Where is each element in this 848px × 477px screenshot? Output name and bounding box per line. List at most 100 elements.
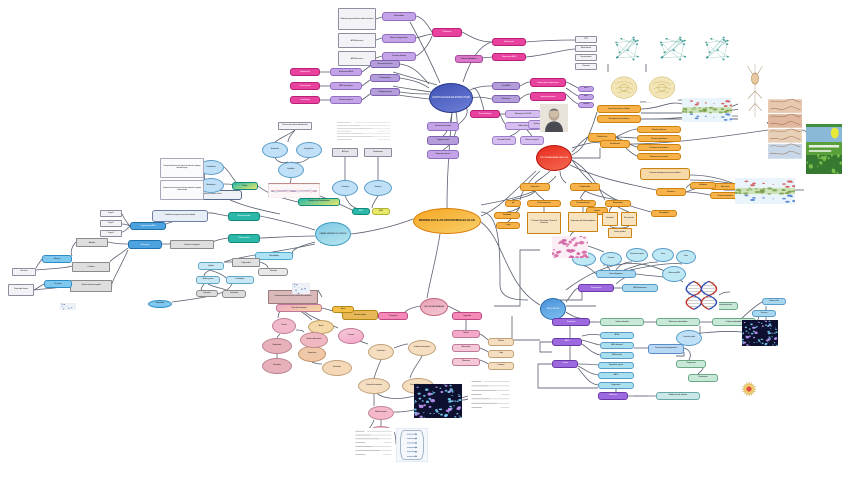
mindmap-node[interactable]: Ingenieria genetica <box>530 92 566 101</box>
mindmap-node[interactable]: Nucleo <box>452 330 480 338</box>
mindmap-node[interactable]: Carga <box>496 222 520 229</box>
mindmap-node[interactable]: Hemoglobina <box>651 210 677 217</box>
mindmap-node[interactable]: Codigo genetico <box>370 88 400 96</box>
mindmap-node[interactable]: Esteroides <box>148 300 172 308</box>
mindmap-node[interactable]: Transcripcion <box>578 284 614 292</box>
mindmap-node[interactable]: Terapia genica aplicaciones <box>530 78 566 87</box>
mindmap-node[interactable]: PROTEINAS AMINOACIDOS <box>536 145 572 171</box>
mindmap-node[interactable]: Potencial de membrana <box>358 378 390 394</box>
mindmap-node[interactable]: Propiedades <box>570 183 600 191</box>
mindmap-node[interactable]: Descubrimiento <box>470 110 500 118</box>
mindmap-node[interactable]: PCR <box>575 36 597 43</box>
mindmap-node[interactable]: Organizacion ADN <box>130 222 166 230</box>
mindmap-node[interactable]: pH <box>505 200 521 207</box>
mindmap-node[interactable]: Degradacion <box>296 142 322 158</box>
mindmap-node[interactable]: Estructura <box>520 183 550 191</box>
mindmap-node[interactable]: Estructura primaria <box>427 122 459 131</box>
mindmap-node[interactable]: Destino celular <box>762 298 786 305</box>
mindmap-node[interactable]: Rutas <box>232 182 258 190</box>
mindmap-node[interactable]: Almidon <box>76 238 108 247</box>
mindmap-node[interactable]: Celulosa <box>72 262 110 272</box>
mindmap-node[interactable]: Cromosomas <box>370 74 400 82</box>
mindmap-node[interactable]: Canal ionico <box>368 344 394 360</box>
mindmap-node[interactable]: Control de calidad <box>676 330 702 346</box>
mindmap-node[interactable]: Grupo 2 <box>100 220 122 227</box>
mindmap-node[interactable]: Desnaturalizacion <box>570 200 596 207</box>
mindmap-node[interactable]: ARN <box>372 208 390 215</box>
mindmap-node[interactable]: Modelo mosaico <box>368 406 394 420</box>
mindmap-node[interactable]: Descripcion del proceso de ruptura de mo… <box>160 158 204 178</box>
mindmap-node[interactable]: Punto isoelectrico <box>527 200 561 207</box>
mindmap-node[interactable]: Aminoacidos <box>605 200 631 207</box>
mindmap-node[interactable]: ARN <box>578 94 594 100</box>
mindmap-node[interactable]: Regulacion operon <box>598 362 634 369</box>
mindmap-node[interactable]: Difraccion rayos X <box>520 136 544 145</box>
mindmap-node[interactable]: Proteinas fibrosas <box>637 126 681 133</box>
mindmap-node[interactable]: Enzimas <box>656 188 686 196</box>
mindmap-node[interactable]: Funcion energetica <box>170 240 214 249</box>
mindmap-node[interactable]: Inicio elongacion <box>596 270 636 278</box>
mindmap-node[interactable]: No esenciales <box>621 212 637 226</box>
mindmap-node[interactable]: Biosintesis <box>262 142 288 158</box>
mindmap-node[interactable]: Nucleotidos <box>382 12 416 21</box>
mindmap-node[interactable]: Control <box>552 360 578 368</box>
mindmap-node[interactable]: Conjunto de reacciones que construyen mo… <box>160 180 204 200</box>
mindmap-node[interactable]: Duplicacion <box>290 68 320 76</box>
mindmap-node[interactable]: Tipos de transporte <box>276 304 322 312</box>
mindmap-node[interactable]: Mutaciones <box>492 38 526 46</box>
mindmap-node[interactable]: Factor de transcripcion <box>626 248 648 262</box>
mindmap-node[interactable]: Senalizacion <box>600 140 630 148</box>
mindmap-node[interactable]: Cromatina <box>332 180 358 196</box>
mindmap-node[interactable]: Polisacaridos <box>228 234 260 243</box>
mindmap-node[interactable]: Bomba sodio potasio <box>300 332 328 348</box>
mindmap-node[interactable]: Bases nitrogenadas <box>382 34 416 43</box>
mindmap-node[interactable]: Funciones biologicas estructural catalit… <box>640 168 690 180</box>
mindmap-node[interactable]: Glucosa <box>42 255 72 263</box>
mindmap-node[interactable]: Temperatura pH Solventes Agentes <box>568 212 598 232</box>
mindmap-node[interactable]: Metilacion <box>598 392 628 400</box>
mindmap-node[interactable]: ARN transfer <box>600 352 634 359</box>
mindmap-node[interactable]: ARN Estructura <box>338 51 376 66</box>
mindmap-node[interactable]: Traduccion <box>290 96 320 104</box>
mindmap-node[interactable]: ADN Estructura <box>338 33 376 48</box>
mindmap-node[interactable]: Fagocitosis <box>298 346 326 362</box>
mindmap-node[interactable]: Lisosoma <box>488 362 514 370</box>
mindmap-node[interactable]: Trigliceridos <box>232 258 260 267</box>
mindmap-node[interactable]: Acidos grasos <box>196 276 220 284</box>
mindmap-node[interactable]: Enlace peptidico <box>608 228 632 238</box>
mindmap-node[interactable]: Reticulo <box>488 338 514 346</box>
mindmap-node[interactable]: Transcripcion <box>290 82 320 90</box>
mindmap-node[interactable]: ARN i <box>598 372 634 379</box>
mindmap-node[interactable]: Osmosis <box>338 328 364 344</box>
mindmap-node[interactable]: ARN t <box>552 338 582 346</box>
mindmap-node[interactable]: Pinocitosis <box>322 360 352 376</box>
mindmap-node[interactable]: Exon <box>676 250 696 264</box>
mindmap-node[interactable]: Colesterol <box>258 268 288 276</box>
mindmap-node[interactable]: Fosfolipidos <box>226 276 254 284</box>
mindmap-node[interactable]: Equilibrio <box>278 162 304 178</box>
mindmap-node[interactable]: Sacarosa <box>12 268 36 276</box>
mindmap-node[interactable]: Maduracion ARN <box>662 266 686 282</box>
mindmap-node[interactable]: Pasivo <box>272 318 296 334</box>
mindmap-node[interactable]: Endocitosis <box>262 338 292 354</box>
mindmap-node[interactable]: Gradiente electroquimico <box>408 340 436 356</box>
mindmap-node[interactable]: Dogma central <box>427 136 459 145</box>
mindmap-node[interactable]: 1 Primaria 2 Secundaria 3 Terciaria 4 Cu… <box>527 212 561 234</box>
mindmap-node[interactable]: ACIDOS NUCLEICOS ESTRUCTURA <box>429 83 473 113</box>
mindmap-node[interactable]: Procesos de sintesis biomoleculas <box>278 122 312 130</box>
mindmap-node[interactable]: Watson y Crick 1953 <box>505 110 541 118</box>
mindmap-node[interactable]: Histonas <box>364 180 392 196</box>
mindmap-node[interactable]: Glucolipidos <box>255 252 293 260</box>
mindmap-node[interactable]: Codon anticodon <box>600 318 644 326</box>
mindmap-node[interactable]: Retrovirus <box>492 95 520 103</box>
mindmap-node[interactable]: CARBOHIDRATOS LIPIDOS <box>315 222 351 246</box>
mindmap-node[interactable]: Monosacaridos <box>228 212 260 221</box>
mindmap-node[interactable]: Receptores de membrana <box>597 115 641 123</box>
mindmap-node[interactable]: Promotor <box>600 252 622 266</box>
mindmap-node[interactable]: Proteina <box>578 102 594 108</box>
mindmap-node[interactable]: Enlace fosfodiester <box>455 55 483 63</box>
mindmap-node[interactable]: REPLICACION <box>540 298 566 320</box>
mindmap-node[interactable]: Expresion genica <box>427 150 459 159</box>
mindmap-node[interactable]: Modificacion de histonas <box>656 392 700 400</box>
mindmap-node[interactable]: Clonacion <box>575 63 597 70</box>
